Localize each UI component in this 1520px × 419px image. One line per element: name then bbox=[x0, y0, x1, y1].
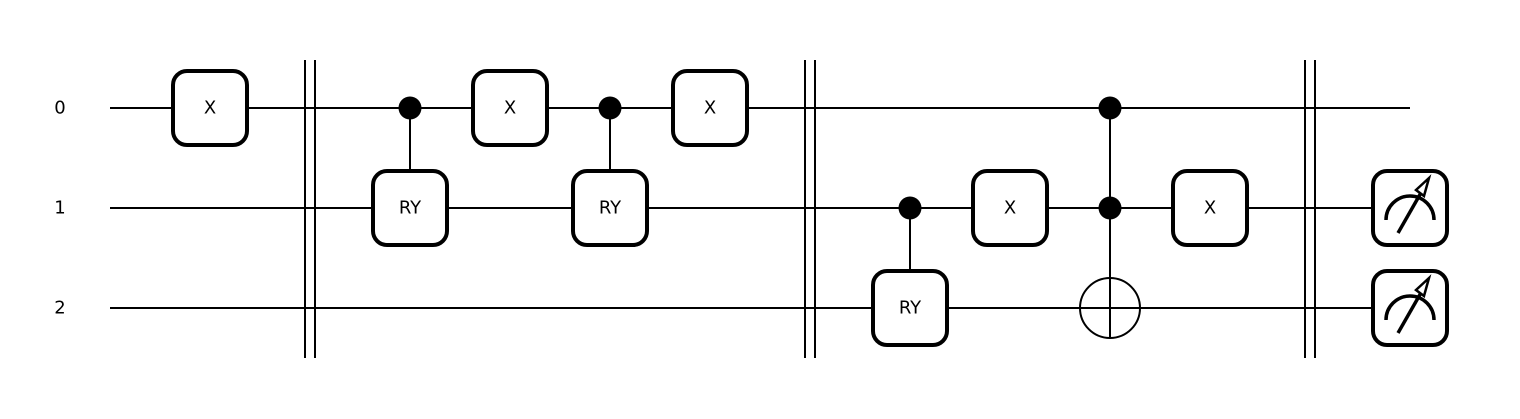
control-dot bbox=[1098, 96, 1122, 120]
x-gate-10-label: X bbox=[1204, 198, 1216, 219]
barrier-6 bbox=[804, 60, 816, 358]
qubit-label-1: 1 bbox=[54, 198, 65, 219]
meter-arc-icon bbox=[1384, 194, 1436, 221]
ry-gate-4-label: RY bbox=[599, 198, 622, 219]
x-gate-5: X bbox=[671, 69, 749, 147]
measure-gate-12 bbox=[1371, 169, 1449, 247]
barriers-layer bbox=[304, 60, 1316, 358]
ry-gate-4-box bbox=[571, 169, 649, 247]
ry-gate-2-box bbox=[371, 169, 449, 247]
ry-gate-7-box bbox=[871, 269, 949, 347]
qubit-label-2: 2 bbox=[54, 298, 65, 319]
meter-arrowhead-icon bbox=[1414, 274, 1432, 299]
meter-arrowhead-icon bbox=[1414, 174, 1432, 199]
x-gate-3-label: X bbox=[504, 98, 516, 119]
control-dot bbox=[1098, 196, 1122, 220]
ry-gate-7: RY bbox=[871, 269, 949, 347]
control-dot bbox=[598, 96, 622, 120]
x-gate-8: X bbox=[971, 169, 1049, 247]
x-gate-3: X bbox=[471, 69, 549, 147]
x-gate-8-label: X bbox=[1004, 198, 1016, 219]
wire-labels-layer: 0 1 2 bbox=[54, 98, 65, 319]
qubit-label-0: 0 bbox=[54, 98, 65, 119]
measure-gate-13 bbox=[1371, 269, 1449, 347]
measure-gate-12-box bbox=[1371, 169, 1449, 247]
barrier-11 bbox=[1304, 60, 1316, 358]
x-gate-3-box bbox=[471, 69, 549, 147]
x-gate-10-box bbox=[1171, 169, 1249, 247]
ry-gate-4: RY bbox=[571, 169, 649, 247]
x-gate-0-label: X bbox=[204, 98, 216, 119]
toffoli-gate-9 bbox=[1079, 96, 1141, 339]
x-gate-10: X bbox=[1171, 169, 1249, 247]
measure-gate-13-box bbox=[1371, 269, 1449, 347]
x-gate-0-box bbox=[171, 69, 249, 147]
barrier-1 bbox=[304, 60, 316, 358]
ry-gate-2-label: RY bbox=[399, 198, 422, 219]
control-dot bbox=[398, 96, 422, 120]
ry-gate-2: RY bbox=[371, 169, 449, 247]
x-gate-8-box bbox=[971, 169, 1049, 247]
x-gate-5-box bbox=[671, 69, 749, 147]
ry-gate-7-label: RY bbox=[899, 298, 922, 319]
x-gate-0: X bbox=[171, 69, 249, 147]
meter-arc-icon bbox=[1384, 294, 1436, 321]
x-gate-5-label: X bbox=[704, 98, 716, 119]
control-dot bbox=[898, 196, 922, 220]
gates-layer: X RY X RY X RY X X bbox=[171, 69, 1449, 347]
